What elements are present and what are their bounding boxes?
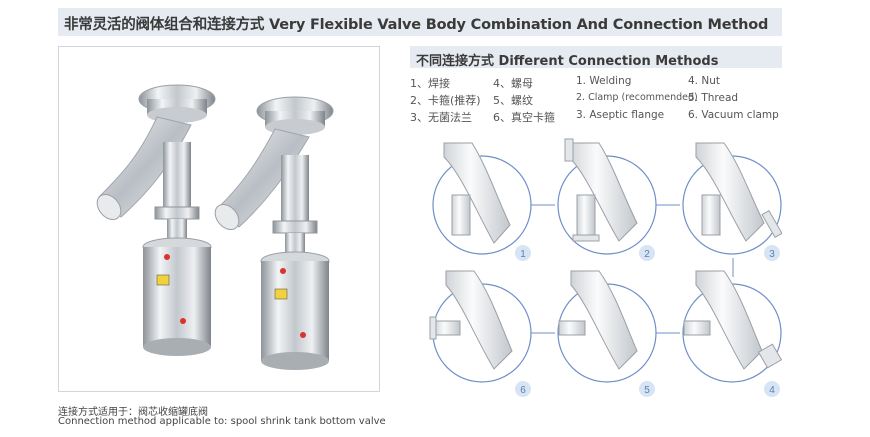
legend-en-6: 6. Vacuum clamp: [688, 109, 779, 121]
connections-title: 不同连接方式 Different Connection Methods: [416, 54, 719, 69]
legend-cn-4: 4、螺母: [493, 77, 533, 90]
connections-diagram: 1 2 3 6 5 4: [429, 138, 782, 397]
legend-en-2: 2. Clamp (recommended): [576, 92, 698, 103]
badge-3: 3: [764, 245, 780, 261]
valve-product-photo: [96, 84, 334, 370]
legend-cn-2: 2、卡箍(推荐): [410, 94, 481, 107]
badge-4: 4: [764, 381, 780, 397]
badge-2: 2: [639, 245, 655, 261]
valve-left: [96, 84, 216, 356]
product-photo-panel: [58, 46, 380, 392]
svg-text:2: 2: [644, 249, 650, 260]
badge-1: 1: [515, 245, 531, 261]
svg-text:3: 3: [769, 249, 775, 260]
connection-circle-3: [682, 142, 782, 255]
valve-right: [214, 96, 334, 370]
legend-cn-1: 1、焊接: [410, 77, 450, 90]
badge-5: 5: [639, 381, 655, 397]
connection-circle-2: [557, 138, 657, 255]
connection-circle-1: [432, 142, 532, 255]
svg-text:1: 1: [520, 249, 526, 260]
legend-en-4: 4. Nut: [688, 75, 720, 87]
svg-text:6: 6: [520, 385, 526, 396]
photo-caption-en: Connection method applicable to: spool s…: [58, 416, 386, 427]
legend-cn-6: 6、真空卡箍: [493, 111, 555, 124]
connection-circle-4: [682, 270, 782, 383]
badge-6: 6: [515, 381, 531, 397]
legend-en-3: 3. Aseptic flange: [576, 109, 665, 121]
svg-text:5: 5: [644, 385, 650, 396]
page-title: 非常灵活的阀体组合和连接方式 Very Flexible Valve Body …: [64, 17, 769, 33]
legend-cn-5: 5、螺纹: [493, 94, 533, 107]
legend-cn-3: 3、无菌法兰: [410, 111, 472, 124]
header-bar: [58, 8, 782, 36]
svg-text:4: 4: [769, 385, 775, 396]
legend-en-1: 1. Welding: [576, 75, 632, 87]
connections-title-bar: [410, 46, 782, 68]
photo-caption-cn: 连接方式适用于：阀芯收缩罐底阀: [58, 407, 208, 418]
connection-circle-5: [557, 270, 657, 383]
connection-circle-6: [429, 270, 532, 383]
legend-en-5: 5. Thread: [688, 92, 739, 104]
